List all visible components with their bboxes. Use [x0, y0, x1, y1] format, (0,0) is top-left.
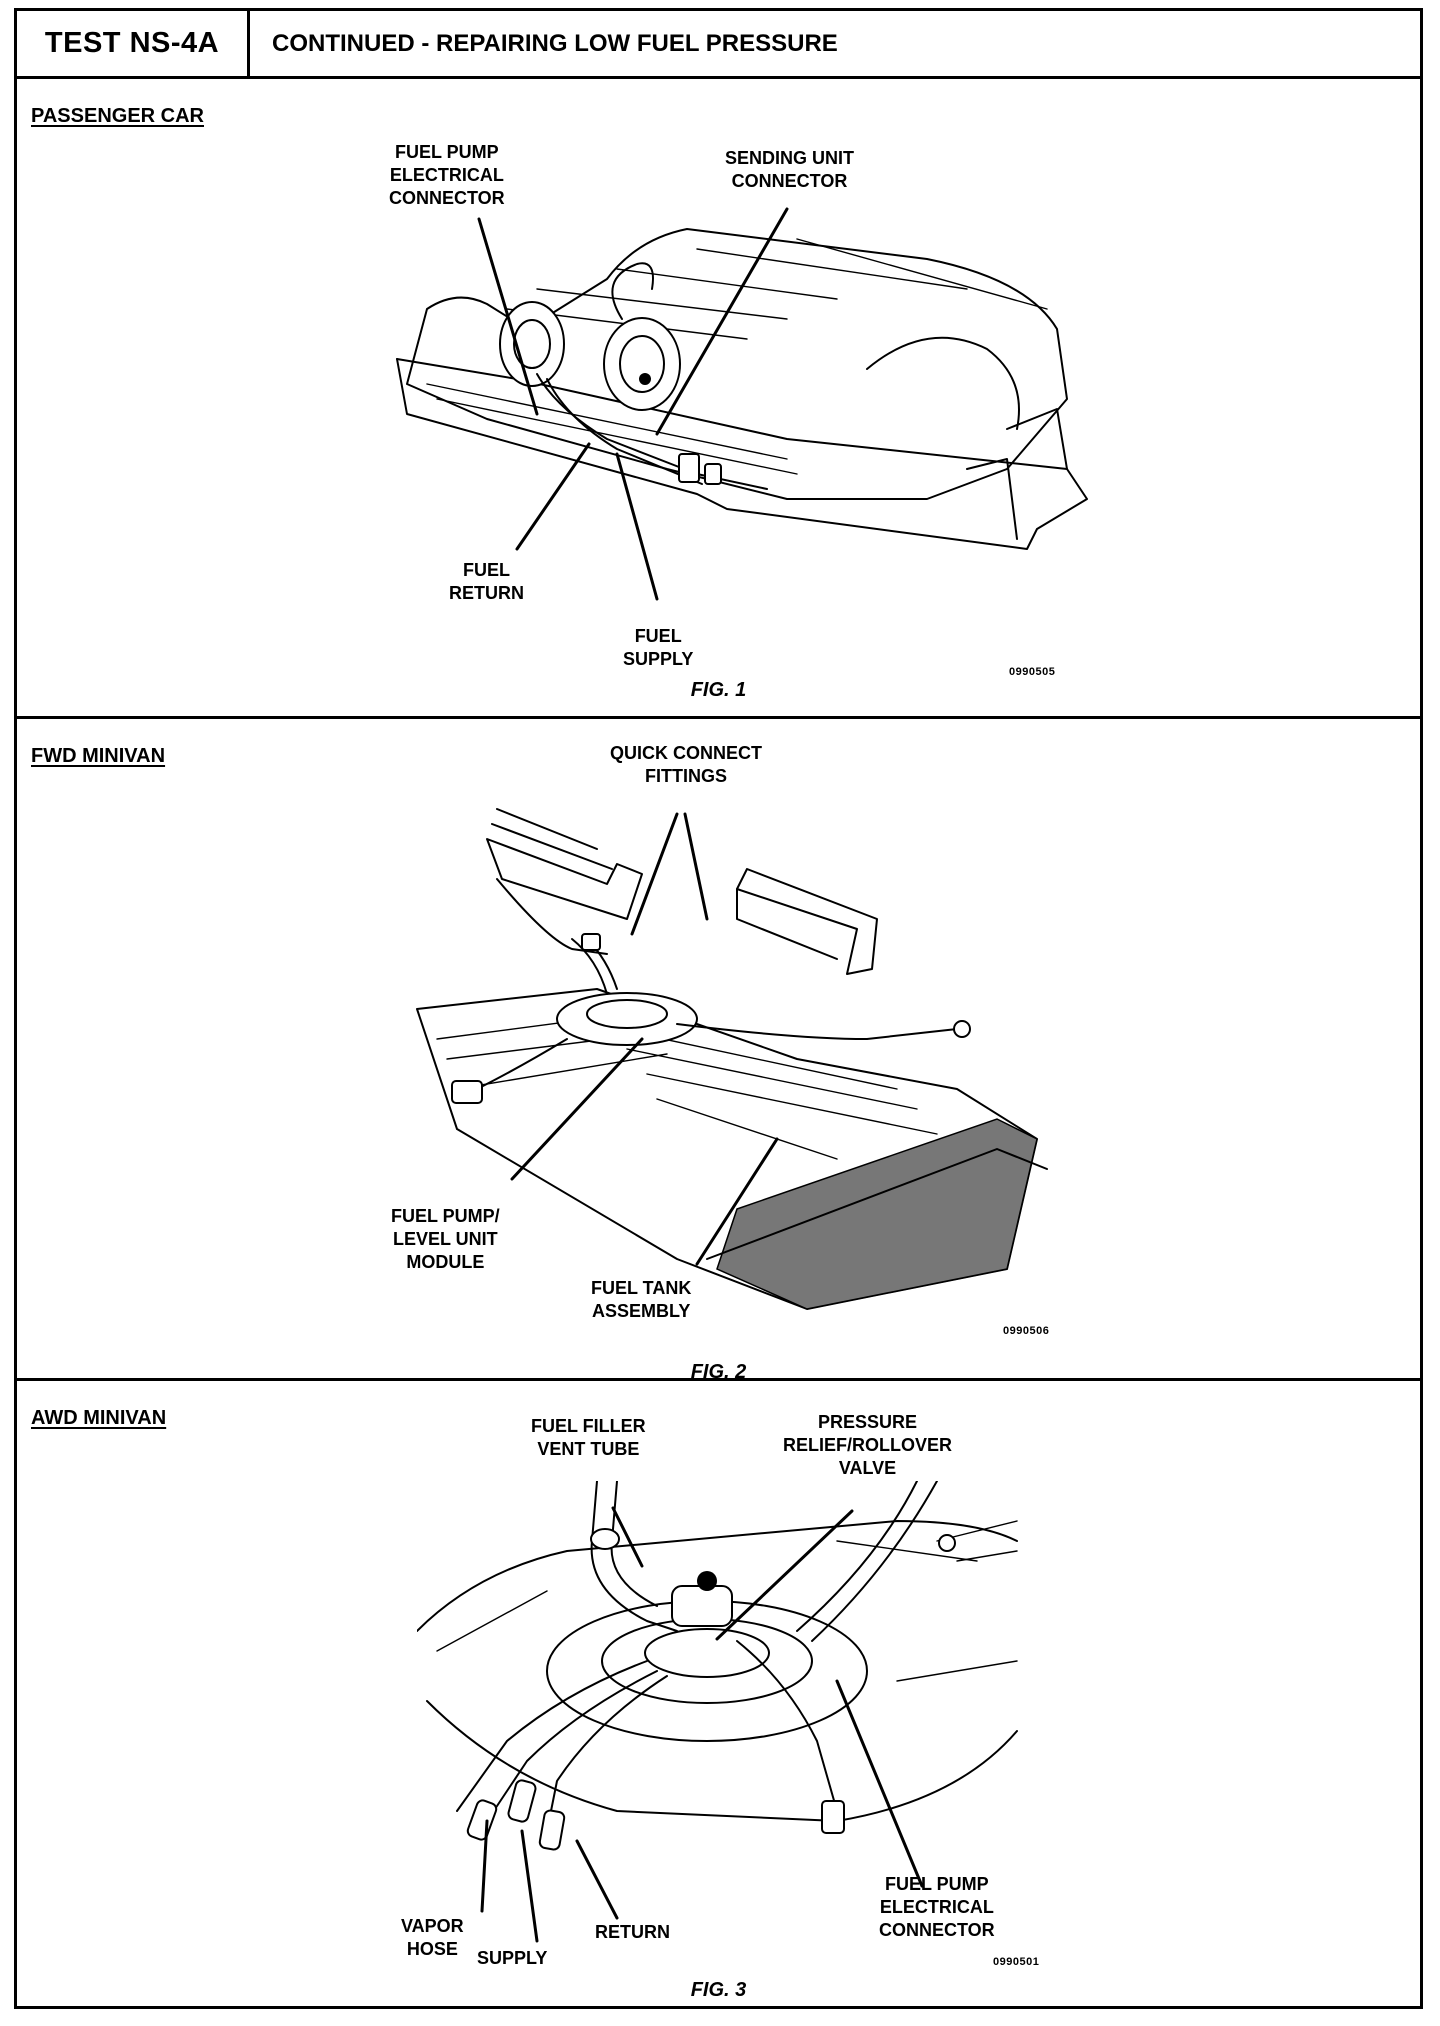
section-title: PASSENGER CAR [31, 105, 204, 127]
fwd-minivan-fuel-tank-drawing [416, 808, 1048, 1310]
passenger-car-fuel-tank-drawing [396, 228, 1088, 550]
section-title: AWD MINIVAN [31, 1407, 167, 1429]
label-vapor-hose: VAPOR HOSE [401, 1915, 464, 1961]
test-id: TEST NS-4A [17, 11, 250, 76]
label-text: FUEL RETURN [449, 560, 524, 603]
label-text: FUEL PUMP/ LEVEL UNIT MODULE [391, 1206, 500, 1272]
page-title: CONTINUED - REPAIRING LOW FUEL PRESSURE [272, 29, 838, 57]
label-text: FUEL FILLER VENT TUBE [531, 1416, 646, 1459]
passenger-car-leader-lines [477, 207, 789, 601]
section-fwd-minivan: FWD MINIVAN [17, 719, 1420, 1383]
label-supply: SUPPLY [477, 1948, 548, 1968]
section-awd-minivan: AWD MINIVAN [17, 1381, 1420, 2006]
label-text: SENDING UNIT CONNECTOR [725, 148, 855, 191]
label-text: FUEL SUPPLY [623, 626, 694, 669]
label-text: VAPOR HOSE [401, 1916, 464, 1959]
label-text: QUICK CONNECT FITTINGS [610, 743, 762, 786]
figure-caption: FIG. 3 [690, 1979, 747, 2001]
label-quick-connect-fittings: QUICK CONNECT FITTINGS [610, 742, 762, 788]
label-text: FUEL TANK ASSEMBLY [591, 1278, 692, 1321]
fwd-minivan-leader-lines [510, 812, 779, 1266]
label-fuel-tank-assembly: FUEL TANK ASSEMBLY [591, 1277, 691, 1323]
label-fuel-pump-electrical-connector: FUEL PUMP ELECTRICAL CONNECTOR [389, 141, 505, 210]
label-fuel-filler-vent-tube: FUEL FILLER VENT TUBE [531, 1415, 646, 1461]
label-sending-unit-connector: SENDING UNIT CONNECTOR [725, 147, 854, 193]
label-return: RETURN [595, 1922, 670, 1942]
header-bar: TEST NS-4A CONTINUED - REPAIRING LOW FUE… [17, 11, 1420, 79]
figure-reference-code: 0990506 [1003, 1325, 1050, 1337]
figure-caption: FIG. 2 [690, 1361, 747, 1383]
awd-minivan-leader-lines [480, 1506, 924, 1943]
label-text: FUEL PUMP ELECTRICAL CONNECTOR [389, 142, 505, 208]
document-frame: TEST NS-4A CONTINUED - REPAIRING LOW FUE… [14, 8, 1423, 2009]
figure-reference-code: 0990505 [1009, 666, 1056, 678]
section-passenger-car: PASSENGER CAR [17, 79, 1420, 719]
label-text: PRESSURE RELIEF/ROLLOVER VALVE [783, 1412, 953, 1478]
section-title: FWD MINIVAN [31, 745, 166, 767]
figure-caption: FIG. 1 [690, 679, 747, 701]
label-pressure-relief-rollover-valve: PRESSURE RELIEF/ROLLOVER VALVE [783, 1411, 952, 1480]
label-fuel-pump-level-unit-module: FUEL PUMP/ LEVEL UNIT MODULE [391, 1205, 500, 1274]
label-fuel-supply: FUEL SUPPLY [623, 625, 693, 671]
awd-minivan-fuel-tank-drawing [417, 1481, 1018, 1851]
label-fuel-return: FUEL RETURN [449, 559, 524, 605]
figure-reference-code: 0990501 [993, 1956, 1040, 1968]
label-text: FUEL PUMP ELECTRICAL CONNECTOR [879, 1874, 995, 1940]
label-fuel-pump-electrical-connector: FUEL PUMP ELECTRICAL CONNECTOR [879, 1873, 995, 1942]
